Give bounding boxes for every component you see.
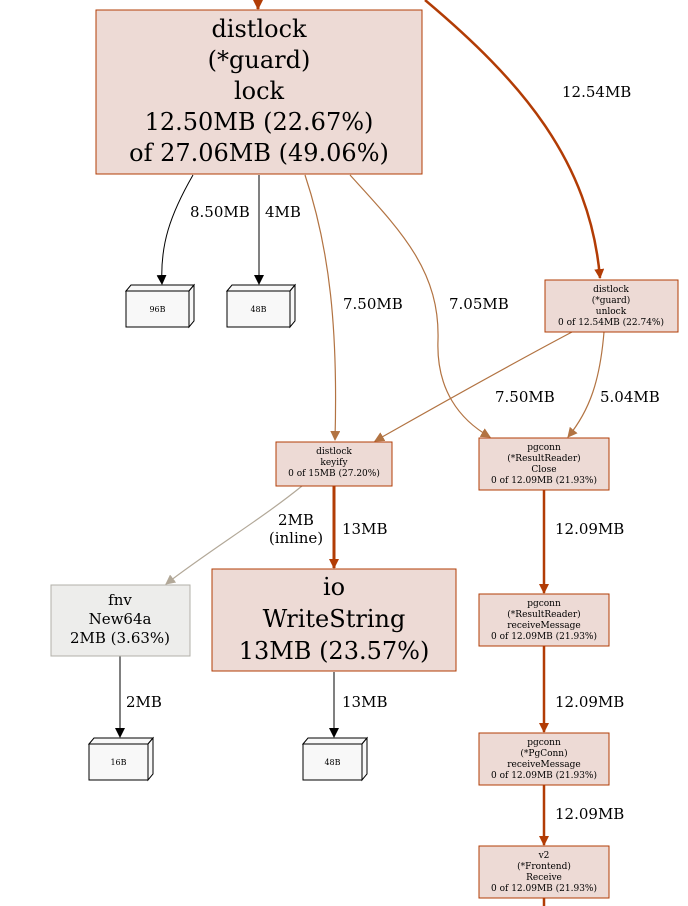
node-line: lock: [234, 77, 285, 105]
node-distlock-keyify[interactable]: distlock keyify 0 of 15MB (27.20%): [275, 441, 393, 487]
node-line: 0 of 12.09MB (21.93%): [491, 631, 597, 642]
node-line: v2: [538, 851, 550, 861]
node-pgconn-pgconn-receivemessage[interactable]: pgconn (*PgConn) receiveMessage 0 of 12.…: [478, 732, 610, 786]
node-line: (*Frontend): [517, 861, 571, 872]
node-line: receiveMessage: [507, 760, 581, 770]
alloc-box-label: 48B: [324, 758, 340, 767]
alloc-box-16b[interactable]: 16B: [87, 736, 155, 782]
edge-label-lock-to-keyify: 7.50MB: [343, 295, 403, 313]
edge-keyify-to-fnv: [165, 485, 303, 585]
node-line: receiveMessage: [507, 621, 581, 631]
node-line: 0 of 12.09MB (21.93%): [491, 883, 597, 894]
edge-label-keyify-to-fnv-2: (inline): [269, 529, 323, 547]
node-line: distlock: [211, 15, 307, 43]
node-line: 0 of 12.54MB (22.74%): [558, 317, 664, 328]
node-line: io: [323, 573, 345, 601]
edge-label-lock-to-close: 7.05MB: [449, 295, 509, 313]
edge-label-keyify-to-fnv-1: 2MB: [278, 511, 314, 529]
node-fnv-new64a[interactable]: fnv New64a 2MB (3.63%): [50, 584, 191, 657]
node-line: (*PgConn): [520, 748, 567, 759]
node-line: Receive: [526, 873, 562, 883]
edge-label-rr-to-pg-receive: 12.09MB: [555, 693, 624, 711]
node-distlock-guard-unlock[interactable]: distlock (*guard) unlock 0 of 12.54MB (2…: [544, 279, 679, 333]
edge-unlock-to-close: [567, 331, 605, 438]
alloc-box-48b-top[interactable]: 48B: [225, 283, 297, 329]
node-v2-frontend-receive[interactable]: v2 (*Frontend) Receive 0 of 12.09MB (21.…: [478, 845, 610, 899]
alloc-box-label: 16B: [110, 758, 126, 767]
alloc-box-96b[interactable]: 96B: [124, 283, 196, 329]
node-line: 2MB (3.63%): [70, 629, 170, 647]
edge-label-pg-to-v2: 12.09MB: [555, 805, 624, 823]
node-line: fnv: [108, 591, 132, 609]
node-line: pgconn: [527, 443, 561, 453]
node-line: pgconn: [527, 738, 561, 748]
alloc-box-48b-bottom[interactable]: 48B: [301, 736, 369, 782]
edge-label-close-to-rr-receive: 12.09MB: [555, 520, 624, 538]
node-line: of 27.06MB (49.06%): [129, 139, 389, 167]
edge-lock-to-keyify: [304, 174, 341, 441]
node-line: Close: [531, 465, 556, 475]
edge-unlock-to-keyify: [374, 331, 573, 442]
edge-labels: 12.54MB 8.50MB 4MB 7.50MB 7.05MB 7.50MB …: [126, 83, 660, 823]
node-distlock-guard-lock[interactable]: distlock (*guard) lock 12.50MB (22.67%) …: [95, 9, 423, 175]
node-pgconn-resultreader-close[interactable]: pgconn (*ResultReader) Close 0 of 12.09M…: [478, 437, 610, 491]
node-line: 0 of 12.09MB (21.93%): [491, 770, 597, 781]
alloc-box-label: 96B: [149, 305, 165, 314]
edge-lock-to-96b: [156, 174, 194, 285]
edges: [115, 0, 605, 906]
node-line: 0 of 15MB (27.20%): [288, 468, 380, 479]
edge-label-lock-to-48b: 4MB: [265, 203, 301, 221]
node-line: pgconn: [527, 599, 561, 609]
edge-label-top-to-unlock: 12.54MB: [562, 83, 631, 101]
node-line: (*guard): [208, 46, 311, 74]
node-line: 13MB (23.57%): [239, 637, 430, 665]
node-line: keyify: [320, 458, 348, 468]
node-line: WriteString: [263, 605, 406, 633]
node-line: (*guard): [592, 295, 631, 306]
edge-label-unlock-to-keyify: 7.50MB: [495, 388, 555, 406]
node-line: distlock: [593, 285, 629, 295]
node-io-writestring[interactable]: io WriteString 13MB (23.57%): [211, 568, 457, 672]
node-line: distlock: [316, 447, 352, 457]
alloc-box-label: 48B: [250, 305, 266, 314]
edge-label-unlock-to-close: 5.04MB: [600, 388, 660, 406]
edge-top-to-unlock: [424, 0, 605, 279]
node-line: New64a: [89, 610, 152, 628]
edge-label-fnv-to-16b: 2MB: [126, 693, 162, 711]
node-pgconn-resultreader-receivemessage[interactable]: pgconn (*ResultReader) receiveMessage 0 …: [478, 593, 610, 647]
edge-label-keyify-to-io: 13MB: [342, 520, 387, 538]
node-line: 0 of 12.09MB (21.93%): [491, 475, 597, 486]
node-line: (*ResultReader): [507, 453, 580, 464]
edge-label-lock-to-96b: 8.50MB: [190, 203, 250, 221]
node-line: 12.50MB (22.67%): [145, 108, 374, 136]
edge-label-io-to-48b: 13MB: [342, 693, 387, 711]
node-line: (*ResultReader): [507, 609, 580, 620]
node-line: unlock: [596, 307, 627, 317]
edge-lock-to-close: [349, 174, 491, 438]
